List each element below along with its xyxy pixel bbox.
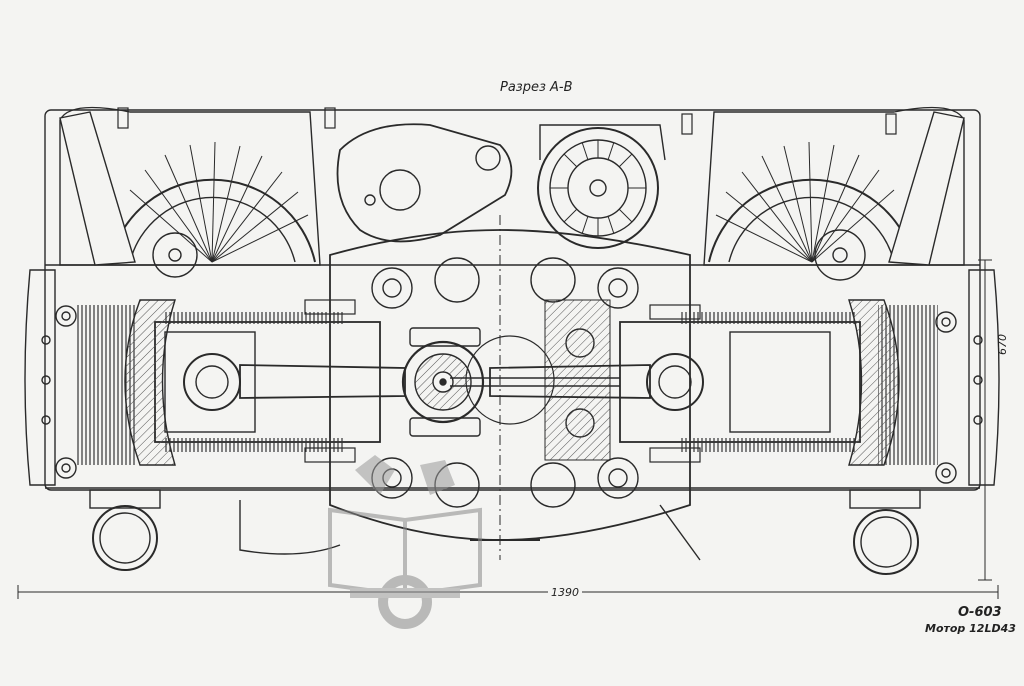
- right-fan: [703, 106, 965, 281]
- book-and-gear-emblem: [328, 455, 482, 629]
- sheet-number: О-603: [958, 605, 1002, 620]
- crankshaft: [401, 327, 620, 437]
- left-mounts: [24, 269, 77, 486]
- left-cylinder: [76, 299, 381, 466]
- left-connecting-rod: [183, 353, 406, 411]
- engine-label: Мотор 12LD43: [925, 622, 1016, 635]
- right-foot: [849, 489, 921, 575]
- width-dimension: 1390: [548, 586, 582, 599]
- right-mounts: [935, 269, 1000, 486]
- generator: [537, 124, 666, 249]
- left-foot: [89, 489, 161, 571]
- height-dimension: 670: [996, 334, 1009, 355]
- left-fan: [59, 106, 321, 278]
- section-title: Разрез А-В: [500, 80, 573, 95]
- right-cylinder: [619, 299, 938, 466]
- gear-housing: [336, 123, 513, 243]
- right-connecting-rod: [489, 353, 704, 411]
- crankcase: [329, 215, 691, 560]
